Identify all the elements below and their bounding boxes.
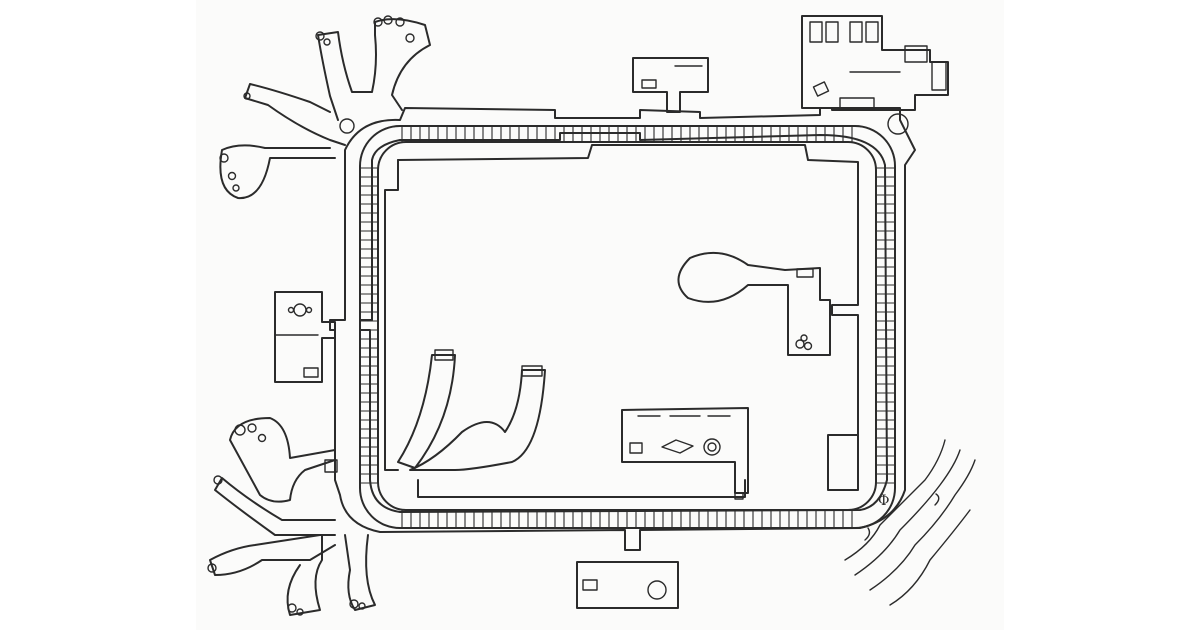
well-icon	[339, 118, 355, 134]
chest-icon	[629, 442, 643, 454]
northwest-caves	[219, 15, 431, 200]
table-icon	[287, 303, 313, 317]
southwest-caves	[207, 417, 376, 616]
well-icon	[703, 438, 721, 456]
bed-icon	[303, 367, 319, 378]
boulder-icon	[207, 423, 366, 616]
river-icon	[844, 439, 976, 606]
table-icon	[887, 113, 909, 135]
compass-icon: Φ	[878, 493, 889, 509]
serpent-tunnels	[397, 349, 546, 471]
shrine-cave	[677, 251, 831, 356]
boulder-icon	[219, 15, 415, 192]
outer-corridor	[329, 107, 916, 551]
barrel-icon	[839, 97, 875, 111]
bed-icon	[865, 21, 879, 43]
boulder-icon	[795, 334, 813, 351]
west-chamber	[274, 291, 336, 383]
statue-icon	[661, 439, 694, 454]
bed-icon	[809, 21, 823, 43]
central-chamber	[384, 144, 859, 498]
bed-icon	[641, 79, 657, 89]
north-room	[632, 57, 709, 113]
stairs-icon	[904, 45, 947, 91]
bed-icon	[825, 21, 839, 43]
south-room	[576, 561, 679, 609]
table-icon	[647, 580, 667, 600]
chest-icon	[582, 579, 598, 591]
bed-icon	[849, 21, 863, 43]
altar-icon	[796, 268, 814, 278]
inner-ring-wall	[359, 125, 896, 529]
bed-icon	[324, 459, 338, 473]
northeast-complex	[801, 15, 949, 135]
wall-hatching	[361, 127, 894, 527]
statue-hall	[621, 407, 749, 500]
